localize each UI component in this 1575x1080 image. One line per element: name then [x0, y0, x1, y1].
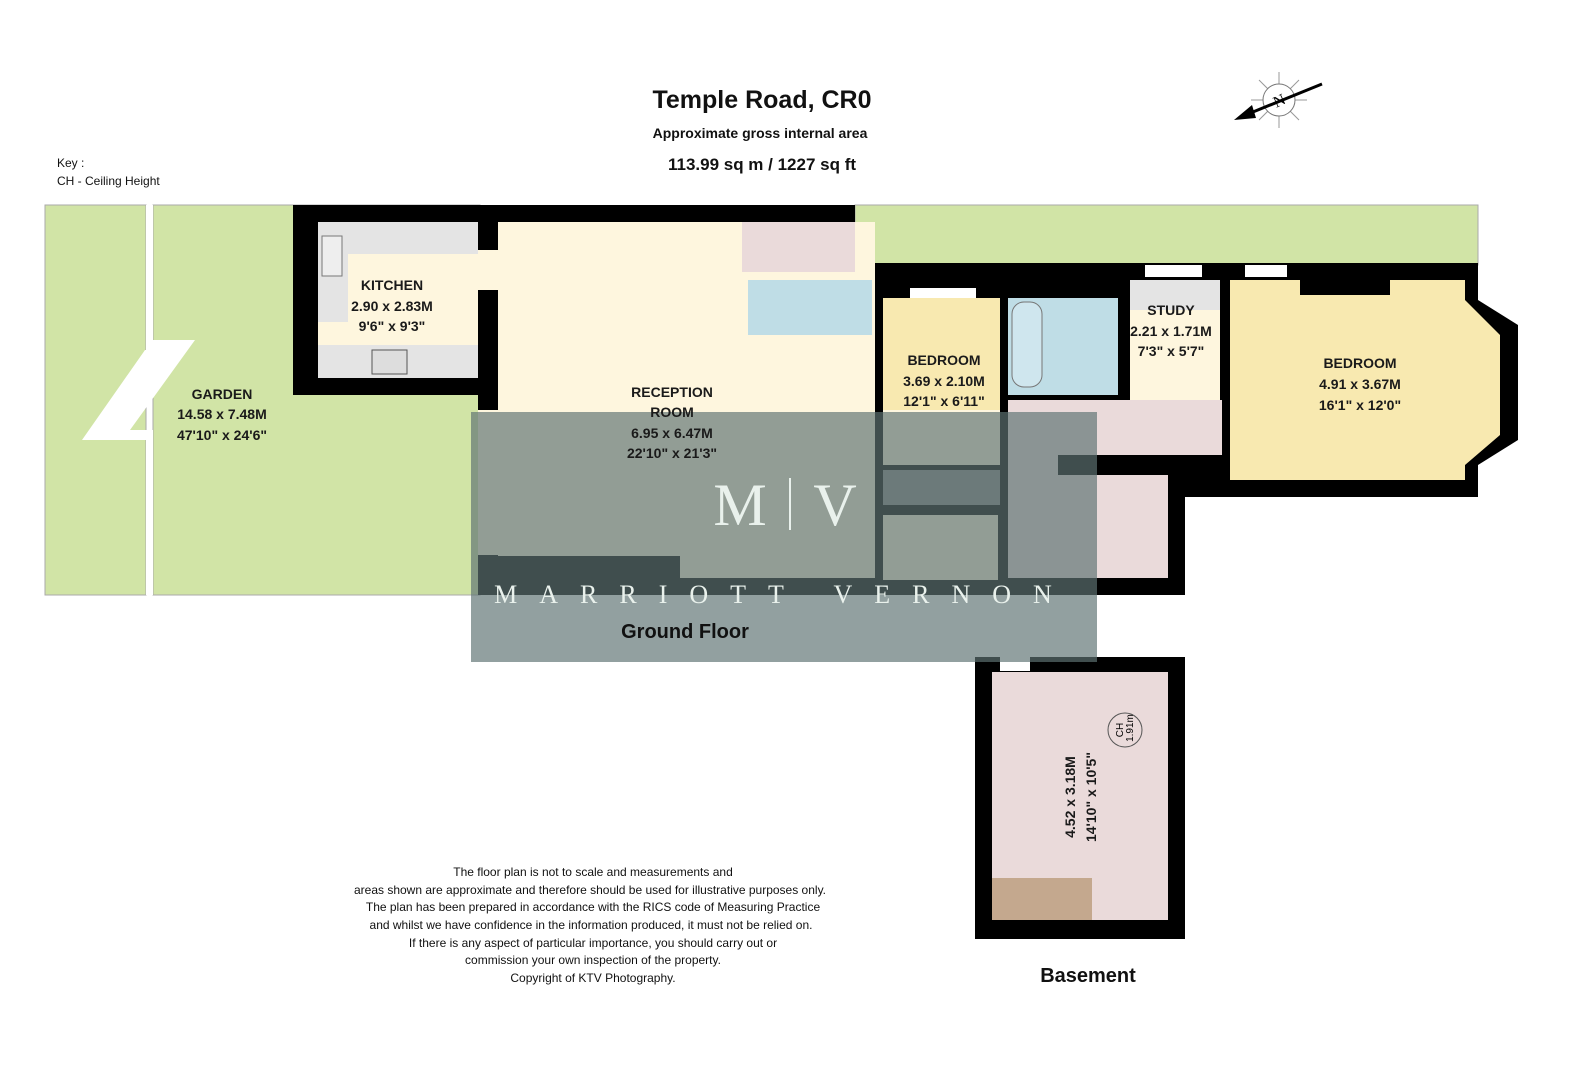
bedroom-small: [883, 298, 1000, 410]
bedroom-large-name: BEDROOM: [1323, 355, 1396, 371]
basement-imperial: 14'10" x 10'5": [1083, 752, 1099, 842]
ch-value: 1.91m: [1125, 714, 1136, 742]
ch-label: CH: [1115, 723, 1126, 737]
watermark: M V MARRIOTT VERNON: [471, 412, 1097, 662]
study-name: STUDY: [1147, 302, 1195, 318]
ground-floor-label: Ground Floor: [621, 621, 749, 643]
gross-area: 113.99 sq m / 1227 sq ft: [668, 155, 856, 174]
garden-imperial: 47'10" x 24'6": [177, 427, 267, 443]
reception-name-2: ROOM: [650, 404, 694, 420]
study: [1130, 310, 1220, 400]
sink-icon: [321, 235, 343, 277]
north-arrow-icon: N: [1234, 72, 1323, 128]
watermark-m: M: [713, 472, 766, 538]
key-label: Key :: [57, 156, 84, 170]
basement: CH 1.91m 4.52 x 3.18M 14'10" x 10'5": [975, 657, 1185, 939]
watermark-v: V: [813, 472, 856, 538]
reception-metric: 6.95 x 6.47M: [631, 425, 713, 441]
basement-label: Basement: [1040, 965, 1136, 987]
disclaimer-line: and whilst we have confidence in the inf…: [370, 918, 813, 932]
disclaimer: The floor plan is not to scale and measu…: [354, 865, 826, 985]
disclaimer-line: Copyright of KTV Photography.: [510, 971, 675, 985]
hob-icon: [371, 349, 408, 375]
key-ceiling-height: CH - Ceiling Height: [57, 174, 160, 188]
room-labels: GARDEN 14.58 x 7.48M 47'10" x 24'6" KITC…: [177, 277, 1401, 461]
basement-metric: 4.52 x 3.18M: [1062, 756, 1078, 838]
disclaimer-line: If there is any aspect of particular imp…: [409, 936, 777, 950]
bedroom-large-imperial: 16'1" x 12'0": [1319, 397, 1401, 413]
kitchen-metric: 2.90 x 2.83M: [351, 298, 433, 314]
shower-lobby: [742, 222, 855, 272]
study-shelf: [1130, 280, 1220, 310]
kitchen-name: KITCHEN: [361, 277, 423, 293]
bedroom-small-metric: 3.69 x 2.10M: [903, 373, 985, 389]
reception-imperial: 22'10" x 21'3": [627, 445, 717, 461]
plan-title: Temple Road, CR0: [652, 86, 871, 114]
kitchen: [318, 222, 500, 378]
watermark-brand: MARRIOTT VERNON: [494, 580, 1074, 609]
shower-room: [748, 280, 872, 335]
bedroom-small-name: BEDROOM: [907, 352, 980, 368]
bedroom-large-metric: 4.91 x 3.67M: [1319, 376, 1401, 392]
garden-metric: 14.58 x 7.48M: [177, 406, 267, 422]
garden-name: GARDEN: [192, 386, 253, 402]
reception-name: RECEPTION: [631, 384, 713, 400]
disclaimer-line: The plan has been prepared in accordance…: [366, 900, 821, 914]
kitchen-imperial: 9'6" x 9'3": [359, 318, 426, 334]
disclaimer-line: areas shown are approximate and therefor…: [354, 883, 826, 897]
bath-icon: [1011, 301, 1043, 388]
plan-subtitle: Approximate gross internal area: [653, 125, 868, 141]
bedroom-large: [1230, 280, 1500, 480]
study-metric: 2.21 x 1.71M: [1130, 323, 1212, 339]
disclaimer-line: commission your own inspection of the pr…: [465, 953, 721, 967]
disclaimer-line: The floor plan is not to scale and measu…: [453, 865, 733, 879]
study-imperial: 7'3" x 5'7": [1138, 343, 1205, 359]
bedroom-small-imperial: 12'1" x 6'11": [903, 393, 984, 409]
